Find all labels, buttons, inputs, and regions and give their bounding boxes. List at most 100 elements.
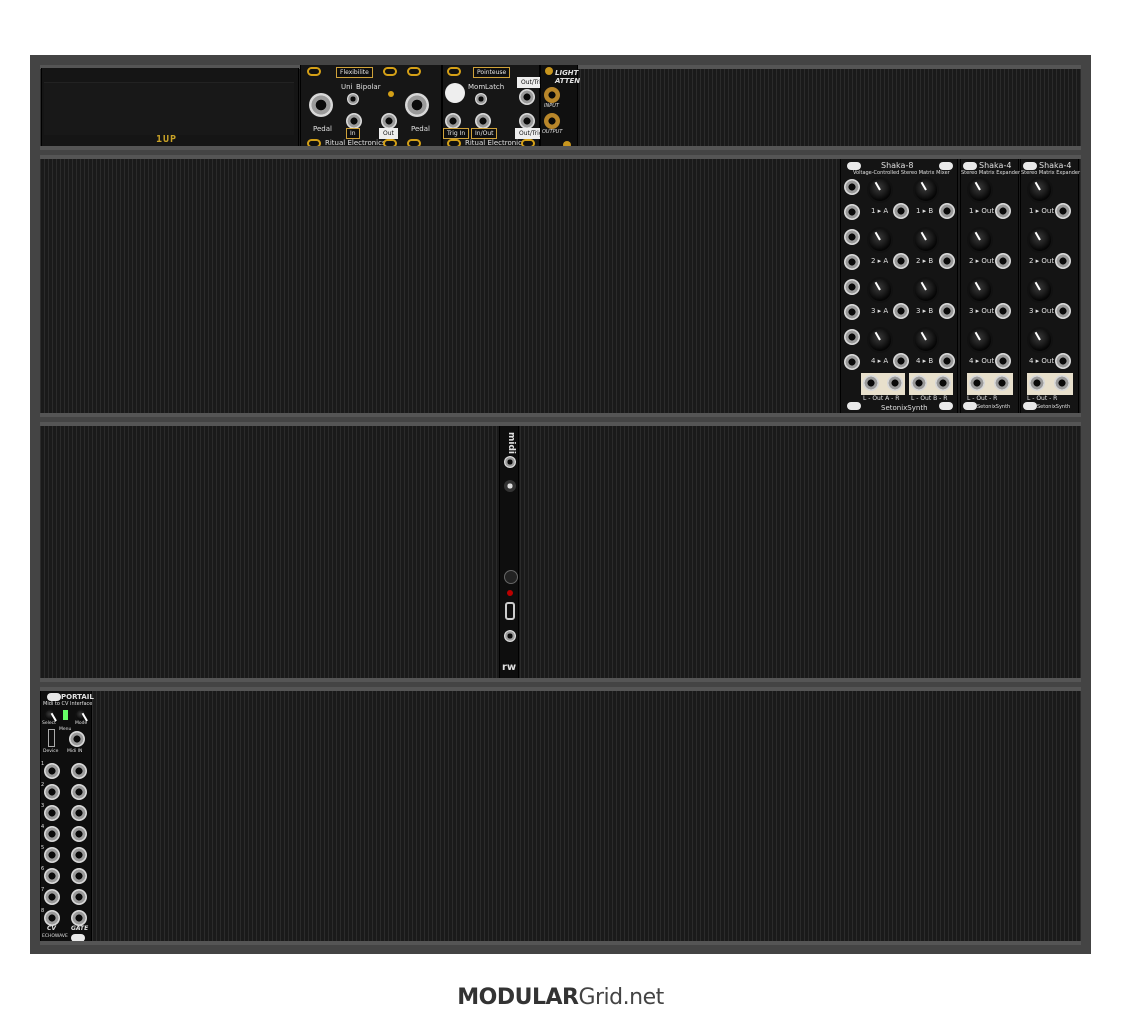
pedal-jack[interactable] xyxy=(309,93,333,117)
module-flexibilite[interactable]: Flexibilite Uni Bipolar Pedal In Out Ped… xyxy=(300,65,442,150)
gate-8-jack[interactable] xyxy=(71,910,87,926)
mount-screw xyxy=(1023,402,1037,410)
in-4-l-jack[interactable] xyxy=(844,329,860,345)
module-portail[interactable]: PORTAIL Midi to CV Interface Select Mode… xyxy=(40,691,94,943)
mount-hole xyxy=(307,67,321,76)
trig-in-jack[interactable] xyxy=(445,113,461,129)
cv-3a-jack[interactable] xyxy=(893,303,909,319)
knob-1-a[interactable] xyxy=(867,177,893,203)
mode-knob[interactable] xyxy=(75,709,87,721)
midi-jack-2[interactable] xyxy=(504,480,516,492)
shaka4b-out-r[interactable] xyxy=(1054,375,1070,391)
input-jack[interactable] xyxy=(544,87,560,103)
cv-6-jack[interactable] xyxy=(44,868,60,884)
out-jack[interactable] xyxy=(381,113,397,129)
module-pointeuse[interactable]: Pointeuse Out/Trig Mom Latch Trig In In/… xyxy=(442,65,549,150)
cv-1-jack[interactable] xyxy=(44,763,60,779)
cv-3-jack[interactable] xyxy=(44,805,60,821)
push-button[interactable] xyxy=(445,83,465,103)
shaka4a-knob-4[interactable] xyxy=(967,327,993,353)
knob-2-b[interactable] xyxy=(913,227,939,253)
in-2-r-jack[interactable] xyxy=(844,254,860,270)
gate-4-jack[interactable] xyxy=(71,826,87,842)
cv-2a-jack[interactable] xyxy=(893,253,909,269)
out-a-l-jack[interactable] xyxy=(863,375,879,391)
select-knob[interactable] xyxy=(44,709,56,721)
gate-6-jack[interactable] xyxy=(71,868,87,884)
knob-3-a[interactable] xyxy=(867,277,893,303)
gate-7-jack[interactable] xyxy=(71,889,87,905)
in-3-r-jack[interactable] xyxy=(844,304,860,320)
in-4-r-jack[interactable] xyxy=(844,354,860,370)
shaka4a-knob-2[interactable] xyxy=(967,227,993,253)
shaka4a-cv-2[interactable] xyxy=(995,253,1011,269)
cv-1a-jack[interactable] xyxy=(893,203,909,219)
module-shaka-4-a[interactable]: Shaka-4 Stereo Matrix Expander 1 ▸ Out 2… xyxy=(960,159,1020,413)
shaka4b-knob-1[interactable] xyxy=(1027,177,1053,203)
cv-2-jack[interactable] xyxy=(44,784,60,800)
module-1up[interactable]: 1UP xyxy=(41,68,299,147)
midi-din-socket[interactable] xyxy=(504,570,518,584)
shaka4b-knob-4[interactable] xyxy=(1027,327,1053,353)
device-port[interactable] xyxy=(48,729,55,747)
module-shaka-4-b[interactable]: Shaka-4 Stereo Matrix Expander 1 ▸ Out 2… xyxy=(1020,159,1080,413)
knob-4-a[interactable] xyxy=(867,327,893,353)
midi-in-jack[interactable] xyxy=(69,731,85,747)
midi-jack-1[interactable] xyxy=(504,456,516,468)
in-3-l-jack[interactable] xyxy=(844,279,860,295)
pointeuse-out-jack[interactable] xyxy=(519,89,535,105)
shaka4b-cv-2[interactable] xyxy=(1055,253,1071,269)
cv-4-jack[interactable] xyxy=(44,826,60,842)
cv-4b-jack[interactable] xyxy=(939,353,955,369)
cv-3b-jack[interactable] xyxy=(939,303,955,319)
gate-1-jack[interactable] xyxy=(71,763,87,779)
out-b-l-jack[interactable] xyxy=(911,375,927,391)
latch-switch[interactable] xyxy=(475,93,487,105)
in-2-l-jack[interactable] xyxy=(844,229,860,245)
gate-3-jack[interactable] xyxy=(71,805,87,821)
in-1-l-jack[interactable] xyxy=(844,179,860,195)
knob-2-a[interactable] xyxy=(867,227,893,253)
cv-8-jack[interactable] xyxy=(44,910,60,926)
shaka8-title: Shaka-8 xyxy=(881,161,914,170)
shaka4b-out-l[interactable] xyxy=(1029,375,1045,391)
shaka4a-cv-3[interactable] xyxy=(995,303,1011,319)
midi-jack-3[interactable] xyxy=(504,630,516,642)
shaka4b-cv-4[interactable] xyxy=(1055,353,1071,369)
shaka4a-knob-1[interactable] xyxy=(967,177,993,203)
pointeuse-brand: Ritual Electronics xyxy=(465,139,526,147)
knob-4-b[interactable] xyxy=(913,327,939,353)
out-a-r-jack[interactable] xyxy=(887,375,903,391)
shaka4a-knob-3[interactable] xyxy=(967,277,993,303)
inout-jack[interactable] xyxy=(475,113,491,129)
out-b-r-jack[interactable] xyxy=(935,375,951,391)
shaka4a-out-r[interactable] xyxy=(994,375,1010,391)
shaka4b-knob-3[interactable] xyxy=(1027,277,1053,303)
in-1-r-jack[interactable] xyxy=(844,204,860,220)
knob-3-b[interactable] xyxy=(913,277,939,303)
gate-5-jack[interactable] xyxy=(71,847,87,863)
cv-5-jack[interactable] xyxy=(44,847,60,863)
pedal-jack-2[interactable] xyxy=(405,93,429,117)
gate-2-jack[interactable] xyxy=(71,784,87,800)
cv-7-jack[interactable] xyxy=(44,889,60,905)
shaka4b-cv-1[interactable] xyxy=(1055,203,1071,219)
cv-2b-jack[interactable] xyxy=(939,253,955,269)
module-light-atten[interactable]: LIGHT ATTEN INPUT OUTPUT xyxy=(540,65,580,150)
module-shaka-8[interactable]: Shaka-8 Voltage-Controlled Stereo Matrix… xyxy=(840,159,958,413)
cv-1b-jack[interactable] xyxy=(939,203,955,219)
shaka4b-knob-2[interactable] xyxy=(1027,227,1053,253)
knob-1-b[interactable] xyxy=(913,177,939,203)
module-midi[interactable]: midi rw xyxy=(499,426,519,678)
mount-screw xyxy=(47,693,61,701)
cv-4a-jack[interactable] xyxy=(893,353,909,369)
shaka4b-cv-3[interactable] xyxy=(1055,303,1071,319)
shaka4a-cv-4[interactable] xyxy=(995,353,1011,369)
in-jack[interactable] xyxy=(346,113,362,129)
shaka4a-cv-1[interactable] xyxy=(995,203,1011,219)
outtrig-jack[interactable] xyxy=(519,113,535,129)
output-jack[interactable] xyxy=(544,113,560,129)
mode-switch[interactable] xyxy=(347,93,359,105)
shaka4a-out-l[interactable] xyxy=(969,375,985,391)
usb-port[interactable] xyxy=(505,602,515,620)
